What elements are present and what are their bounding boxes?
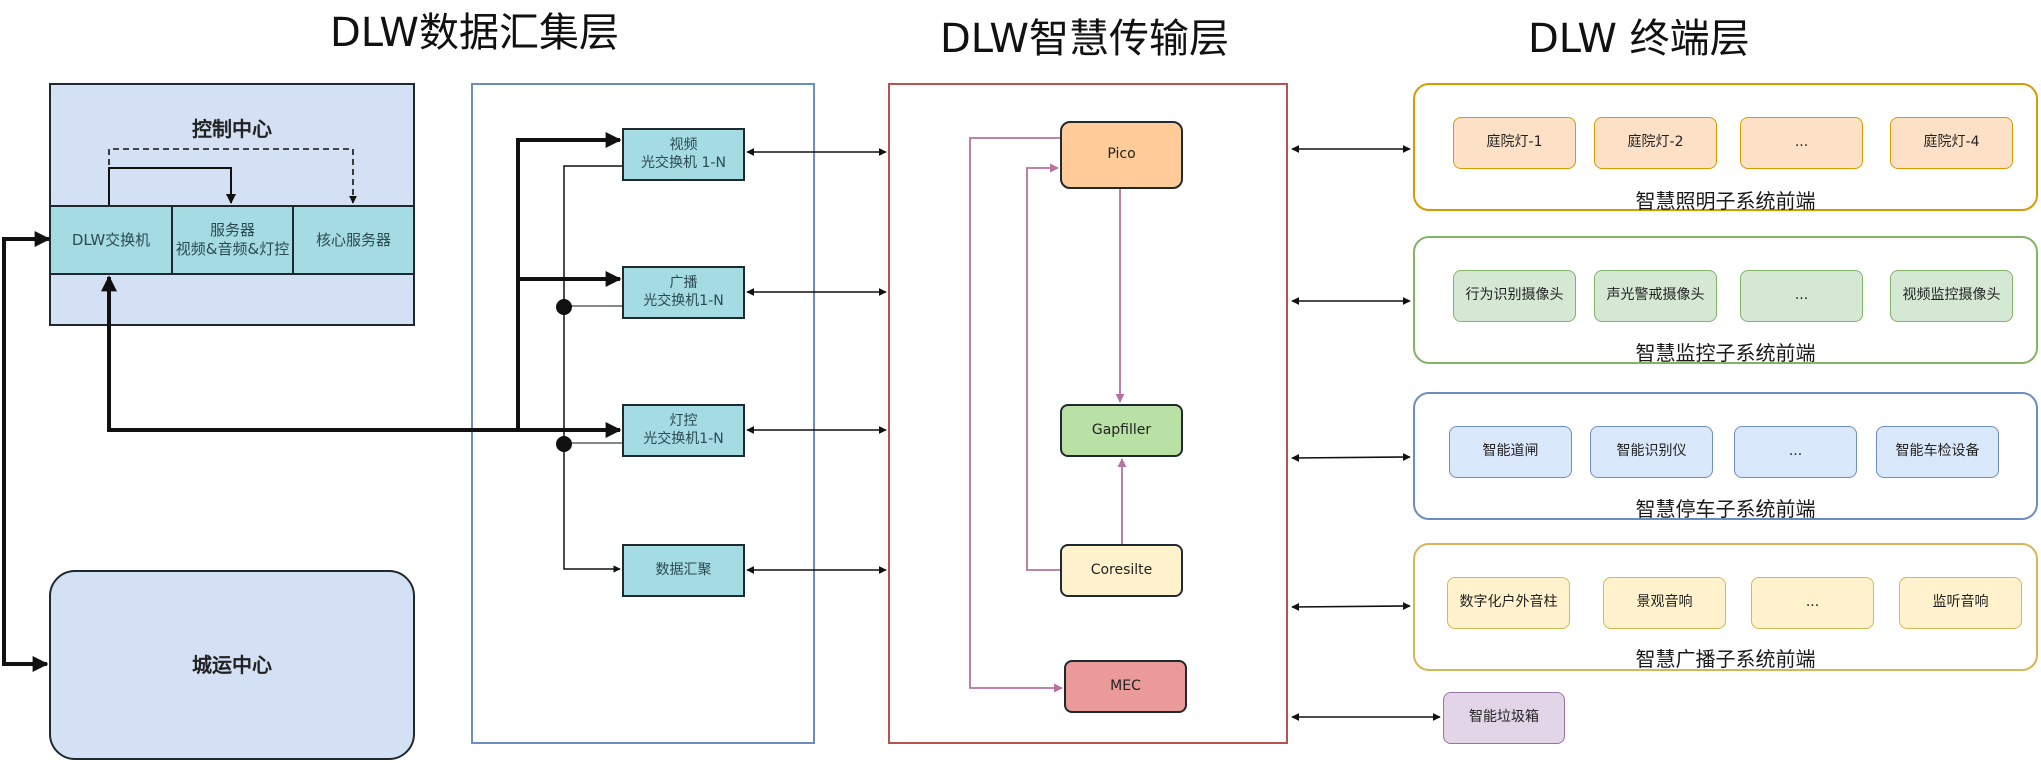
trunk-video — [101, 132, 622, 432]
title-transmit-layer: DLW智慧传输层 — [940, 16, 1229, 62]
subsystem-device: 行为识别摄像头 — [1453, 270, 1576, 322]
subsystem-device: ... — [1740, 117, 1863, 169]
link-transmit-parking — [1291, 453, 1411, 462]
subsystem-device: 智能车检设备 — [1876, 426, 1999, 478]
city-operation-center: 城运中心 — [49, 570, 415, 760]
subsystem-caption: 智慧广播子系统前端 — [1635, 647, 1816, 671]
pico-to-mec-arrow — [969, 137, 1063, 693]
subsystem-device: ... — [1751, 577, 1874, 629]
junction-dot — [556, 299, 572, 315]
broadcast-optical-switch: 广播 光交换机1-N — [622, 266, 745, 319]
link-transmit-broadcast — [1291, 602, 1411, 611]
mec-node: MEC — [1064, 660, 1187, 713]
title-collect-layer: DLW数据汇集层 — [330, 10, 619, 56]
subsystem-device: ... — [1734, 426, 1857, 478]
subsystem-device: 声光警戒摄像头 — [1594, 270, 1717, 322]
subsystem-device: 视频监控摄像头 — [1890, 270, 2013, 322]
video-optical-switch: 视频 光交换机 1-N — [622, 128, 745, 181]
aggregation-bus — [563, 165, 622, 573]
control-city-link — [2, 231, 51, 672]
subsystem-device: 庭院灯-1 — [1453, 117, 1576, 169]
coresilte-to-pico-arrow — [1026, 163, 1060, 571]
gapfiller-node: Gapfiller — [1060, 404, 1183, 457]
lighting-optical-switch: 灯控 光交换机1-N — [622, 404, 745, 457]
subsystem-device: 庭院灯-2 — [1594, 117, 1717, 169]
subsystem-device: 智能识别仪 — [1590, 426, 1713, 478]
subsystem-caption: 智慧照明子系统前端 — [1635, 189, 1816, 213]
subsystem-device: 景观音响 — [1603, 577, 1726, 629]
junction-dot — [556, 436, 572, 452]
coresilte-node: Coresilte — [1060, 544, 1183, 597]
collect-layer-frame — [471, 83, 815, 744]
subsystem-caption: 智慧监控子系统前端 — [1635, 341, 1816, 365]
dlw-to-server-arrow — [108, 167, 236, 205]
subsystem-device: 庭院灯-4 — [1890, 117, 2013, 169]
title-terminal-layer: DLW 终端层 — [1528, 16, 1750, 62]
subsystem-device: 数字化户外音柱 — [1447, 577, 1570, 629]
transmit-layer-frame — [888, 83, 1288, 744]
smart-trash-bin: 智能垃圾箱 — [1443, 692, 1565, 744]
subsystem-caption: 智慧停车子系统前端 — [1635, 497, 1816, 521]
subsystem-device: 智能道闸 — [1449, 426, 1572, 478]
data-aggregation-node: 数据汇聚 — [622, 544, 745, 597]
subsystem-device: 监听音响 — [1899, 577, 2022, 629]
pico-node: Pico — [1060, 121, 1183, 189]
subsystem-device: ... — [1740, 270, 1863, 322]
